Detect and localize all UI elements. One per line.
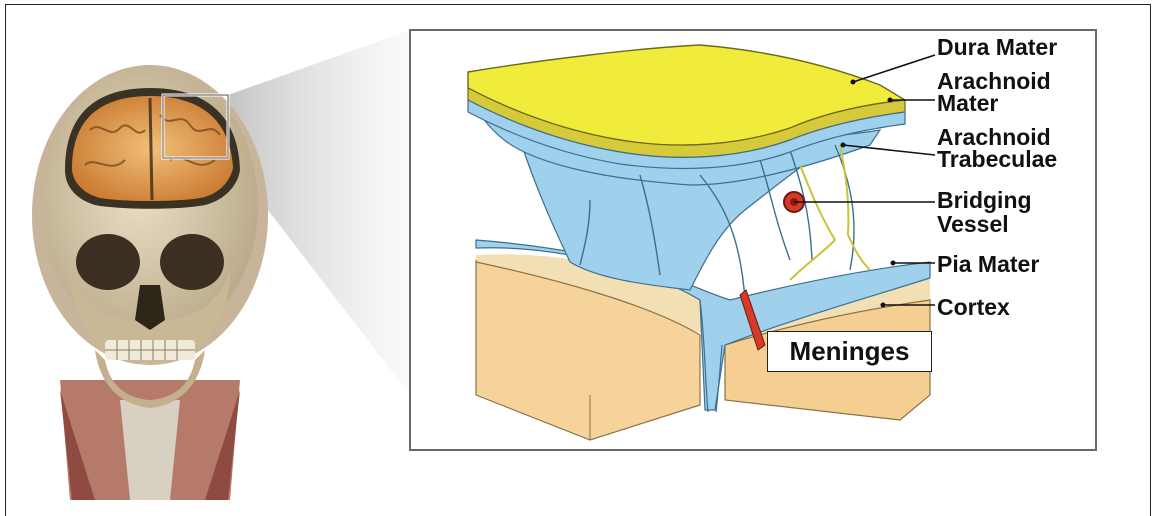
label-pia-mater: Pia Mater [937,253,1039,275]
skull-illustration [32,65,268,500]
label-meninges: Meninges [768,332,931,371]
meninges-callout: Meninges [767,331,932,372]
label-bridging-vessel-line1: Bridging [937,189,1032,211]
label-bridging-vessel-line2: Vessel [937,213,1009,235]
label-dura-mater: Dura Mater [937,36,1057,58]
label-arachnoid-trabeculae-line2: Trabeculae [937,148,1057,170]
label-arachnoid-mater-line2: Mater [937,92,998,114]
label-arachnoid-trabeculae-line1: Arachnoid [937,126,1051,148]
label-arachnoid-mater-line1: Arachnoid [937,70,1051,92]
label-cortex: Cortex [937,296,1010,318]
